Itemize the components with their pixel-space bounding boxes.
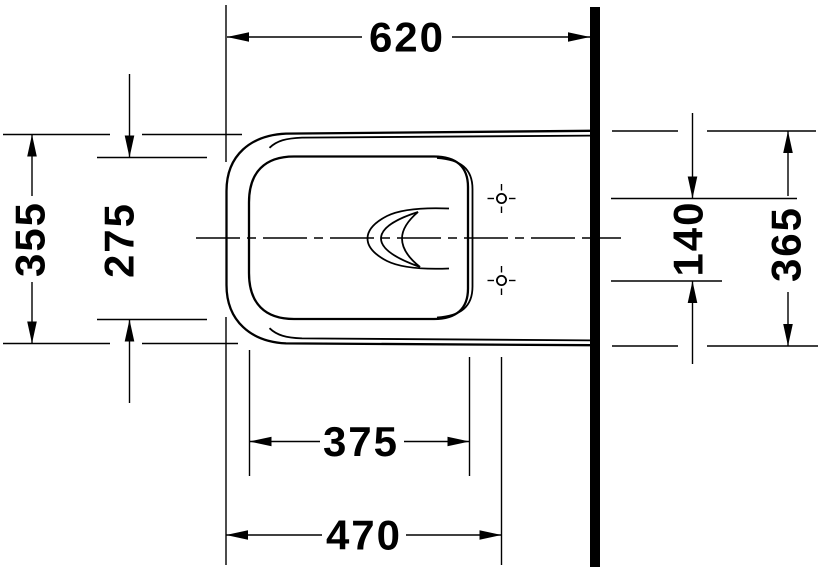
arrowhead-down bbox=[27, 321, 37, 344]
arrowhead-left bbox=[226, 530, 248, 540]
arrowhead-up bbox=[124, 319, 135, 342]
dim-label-620: 620 bbox=[369, 14, 445, 61]
dim-overall-depth: 620 bbox=[225, 5, 590, 162]
dim-front-to-fixing-holes: 470 bbox=[225, 317, 503, 565]
bowl-opening-edge bbox=[247, 155, 470, 321]
arrowhead-up bbox=[687, 281, 698, 303]
dim-label-275: 275 bbox=[96, 202, 143, 278]
arrowhead-up bbox=[27, 134, 37, 157]
arrowhead-down bbox=[124, 135, 135, 158]
arrowhead-left bbox=[249, 436, 272, 447]
arrowhead-right bbox=[479, 530, 502, 540]
arrowhead-down bbox=[687, 176, 698, 199]
rim-edge-top bbox=[268, 134, 591, 149]
arrowhead-down bbox=[783, 324, 793, 346]
dim-label-355: 355 bbox=[7, 201, 54, 277]
dim-fixing-hole-spacing: 140 bbox=[611, 113, 797, 364]
arrowhead-left bbox=[227, 32, 249, 42]
dim-label-375: 375 bbox=[323, 418, 399, 465]
dim-label-140: 140 bbox=[665, 200, 712, 276]
dim-rear-outer-width: 365 bbox=[612, 130, 818, 347]
arrowhead-right bbox=[447, 436, 470, 447]
arrowhead-up bbox=[783, 131, 793, 153]
wall-section-bar bbox=[590, 7, 600, 567]
dim-bowl-inner-length: 375 bbox=[248, 350, 471, 476]
dim-bowl-inner-width: 275 bbox=[96, 74, 207, 403]
fixing-hole-circle bbox=[495, 274, 507, 286]
arrowhead-right bbox=[568, 32, 590, 42]
dim-label-470: 470 bbox=[326, 512, 402, 559]
dim-front-outer-width: 355 bbox=[3, 133, 242, 345]
fixing-hole-bottom bbox=[487, 266, 516, 295]
wall-line bbox=[590, 7, 600, 567]
fixing-hole-circle bbox=[495, 192, 507, 204]
dim-label-365: 365 bbox=[763, 206, 810, 282]
rim-edge-bottom bbox=[268, 327, 591, 342]
fixing-hole-top bbox=[487, 184, 516, 213]
water-crescent bbox=[380, 211, 421, 268]
